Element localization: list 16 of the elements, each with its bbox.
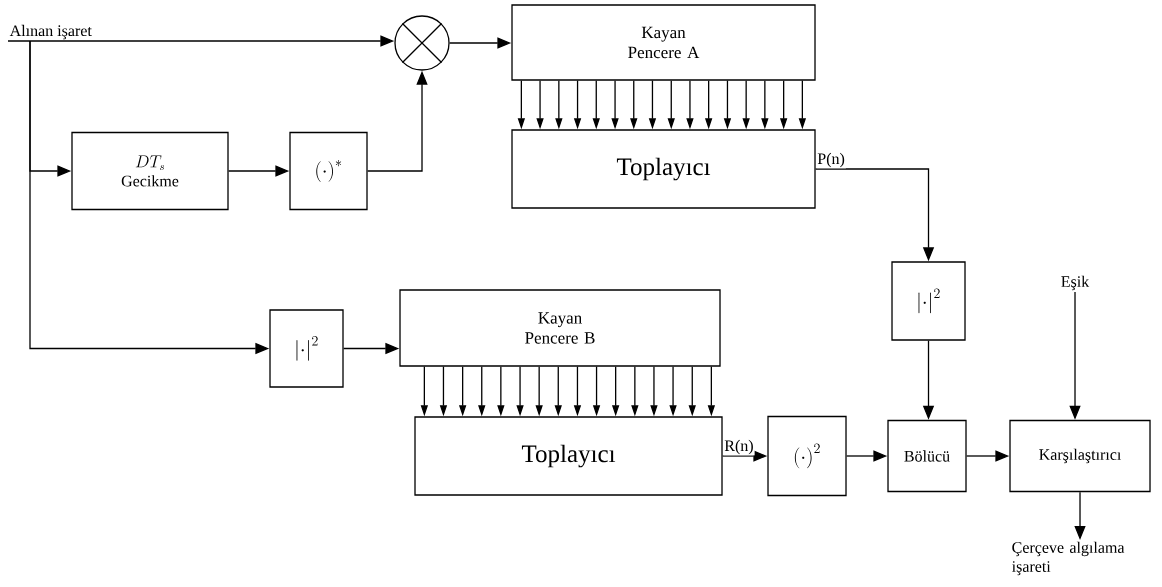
window-box: Kayan Pencere B xyxy=(399,289,721,367)
delay-box: $DT_s$ Gecikme xyxy=(71,131,229,211)
edge-label: P(n) xyxy=(816,151,846,169)
comparator-box: Karşılaştırıcı xyxy=(1009,419,1151,493)
square-box: $\left(\cdot\right)^{2}$ xyxy=(767,415,847,497)
output-label: Çerçeve algılama işareti xyxy=(1012,541,1125,576)
input-label: Alınan işaret xyxy=(9,24,92,40)
magnitude-box: $\left|\cdot\right|^{2}$ xyxy=(269,309,344,388)
magnitude-box: $\left|\cdot\right|^{2}$ xyxy=(891,261,966,341)
adder-box: Toplayıcı xyxy=(414,416,723,496)
adder-box: Toplayıcı xyxy=(511,129,816,209)
conjugate-box: $\left(\cdot\right)^{*}$ xyxy=(289,131,368,211)
multiplier-circle xyxy=(394,15,450,71)
window-box: Kayan Pencere A xyxy=(511,4,816,81)
threshold-label: Eşik xyxy=(1061,275,1090,291)
edge-label: R(n) xyxy=(723,438,755,456)
